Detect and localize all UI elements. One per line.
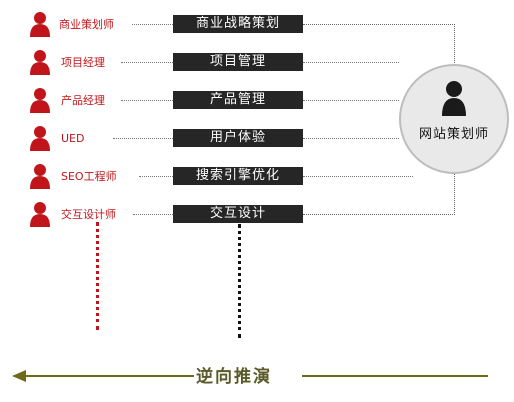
connector-line xyxy=(303,138,399,139)
connector-line xyxy=(121,62,173,63)
person-icon xyxy=(30,164,50,189)
person-icon xyxy=(30,88,50,113)
connector-line xyxy=(303,176,413,177)
duty-box: 商业战略策划 xyxy=(173,15,303,33)
vertical-red-line xyxy=(96,222,99,330)
role-label: 商业策划师 xyxy=(59,18,114,31)
role-label: SEO工程师 xyxy=(61,170,117,183)
person-icon xyxy=(30,126,50,151)
connector-line xyxy=(133,214,173,215)
connector-line xyxy=(139,176,173,177)
bottom-bracket xyxy=(303,174,455,215)
duty-box: 搜索引擎优化 xyxy=(173,167,303,185)
person-icon xyxy=(30,50,50,75)
connector-line xyxy=(121,100,173,101)
person-icon xyxy=(442,81,466,116)
duty-box: 用户体验 xyxy=(173,129,303,147)
role-label: 项目经理 xyxy=(61,56,105,69)
role-label: UED xyxy=(61,132,85,145)
person-icon xyxy=(30,12,50,37)
connector-line xyxy=(303,100,399,101)
connector-line xyxy=(303,62,399,63)
hub-circle: 网站策划师 xyxy=(399,64,509,174)
duty-box: 交互设计 xyxy=(173,205,303,223)
top-bracket xyxy=(303,24,455,65)
connector-line xyxy=(132,24,173,25)
duty-box: 产品管理 xyxy=(173,91,303,109)
arrow-label: 逆向推演 xyxy=(196,367,272,387)
connector-line xyxy=(113,138,173,139)
vertical-black-line xyxy=(238,224,241,338)
person-icon xyxy=(30,202,50,227)
left-arrow xyxy=(12,370,488,382)
duty-box: 项目管理 xyxy=(173,53,303,71)
role-label: 交互设计师 xyxy=(61,208,116,221)
hub-label: 网站策划师 xyxy=(418,127,489,142)
role-label: 产品经理 xyxy=(61,94,105,107)
